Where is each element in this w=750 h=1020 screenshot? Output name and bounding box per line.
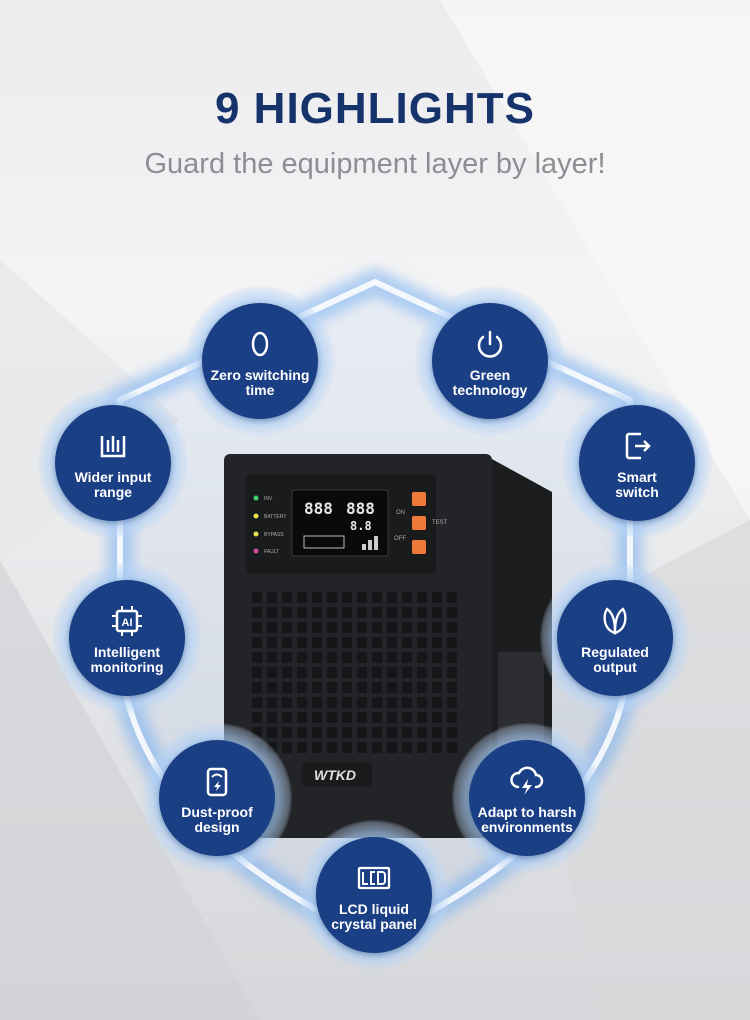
smart-switch-icon: [625, 432, 651, 460]
indicator-fault: FAULT: [264, 549, 279, 555]
highlight-label: Dust-proof design: [181, 804, 253, 835]
highlight-badge-smart-switch: Smart switch: [562, 388, 712, 538]
indicator-bypass: BYPASS: [264, 532, 284, 538]
highlight-label: Intelligent monitoring: [90, 644, 164, 675]
button-label-on: ON: [396, 510, 405, 516]
highlight-label: Adapt to harsh environments: [477, 804, 577, 835]
lcd-digits-small: 8.8: [350, 519, 372, 533]
highlight-badge-wider-input: Wider input range: [38, 388, 188, 538]
highlight-label: Wider input range: [74, 469, 152, 500]
highlight-badge-intelligent-monitoring: AI Intelligent monitoring: [52, 563, 202, 713]
input-range-icon: [100, 436, 126, 458]
button-label-test: TEST: [432, 520, 448, 526]
dust-proof-icon: [206, 767, 228, 797]
highlight-badge-lcd-panel: LCD liquid crystal panel: [299, 820, 449, 970]
highlight-label: Green technology: [452, 367, 528, 398]
cloud-lightning-icon: [510, 766, 544, 795]
highlight-badge-regulated-output: Regulated output: [540, 563, 690, 713]
page-subtitle: Guard the equipment layer by layer!: [144, 148, 606, 180]
highlight-badge-zero-switching: Zero switching time: [185, 286, 335, 436]
page-title: 9 HIGHLIGHTS: [214, 84, 536, 133]
ai-chip-icon: AI: [112, 606, 142, 636]
indicator-inv: INV: [264, 496, 273, 502]
zero-icon: [251, 331, 269, 357]
brand-logo: WTKD: [314, 767, 356, 783]
highlight-label: Regulated output: [581, 644, 649, 675]
highlight-badge-green-technology: Green technology: [415, 286, 565, 436]
indicator-battery: BATTERY: [264, 514, 287, 520]
highlight-label: Smart switch: [615, 469, 659, 500]
highlight-label: LCD liquid crystal panel: [331, 901, 417, 932]
button-label-off: OFF: [394, 536, 406, 542]
leaf-icon: [603, 607, 627, 635]
svg-text:AI: AI: [122, 617, 133, 629]
highlight-badge-dust-proof: Dust-proof design: [142, 723, 292, 873]
lcd-digits-right: 888: [346, 499, 375, 518]
highlight-badge-harsh-environments: Adapt to harsh environments: [452, 723, 602, 873]
lcd-icon: [357, 866, 391, 890]
lcd-digits-left: 888: [304, 499, 333, 518]
power-icon: [477, 330, 503, 358]
highlight-label: Zero switching time: [210, 367, 310, 398]
